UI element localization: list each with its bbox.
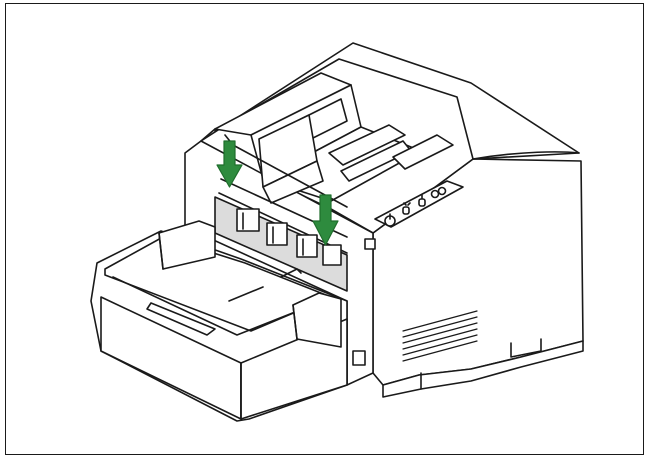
body-notch: [364, 238, 376, 250]
control-panel: [374, 180, 464, 228]
vent-grille: [402, 310, 478, 362]
feed-slot: [214, 196, 348, 292]
skip-icon: [402, 202, 411, 215]
down-arrow-right-icon: [312, 194, 339, 246]
power-icon: [384, 213, 396, 227]
figure-frame: [5, 3, 644, 455]
down-arrow-left-icon: [216, 140, 243, 188]
stop-icon: [430, 186, 447, 199]
document-guide: [200, 72, 454, 254]
body-base: [382, 340, 584, 398]
scanner-illustration: [90, 42, 584, 422]
paper-tray: [90, 220, 366, 422]
start-icon: [418, 194, 426, 207]
